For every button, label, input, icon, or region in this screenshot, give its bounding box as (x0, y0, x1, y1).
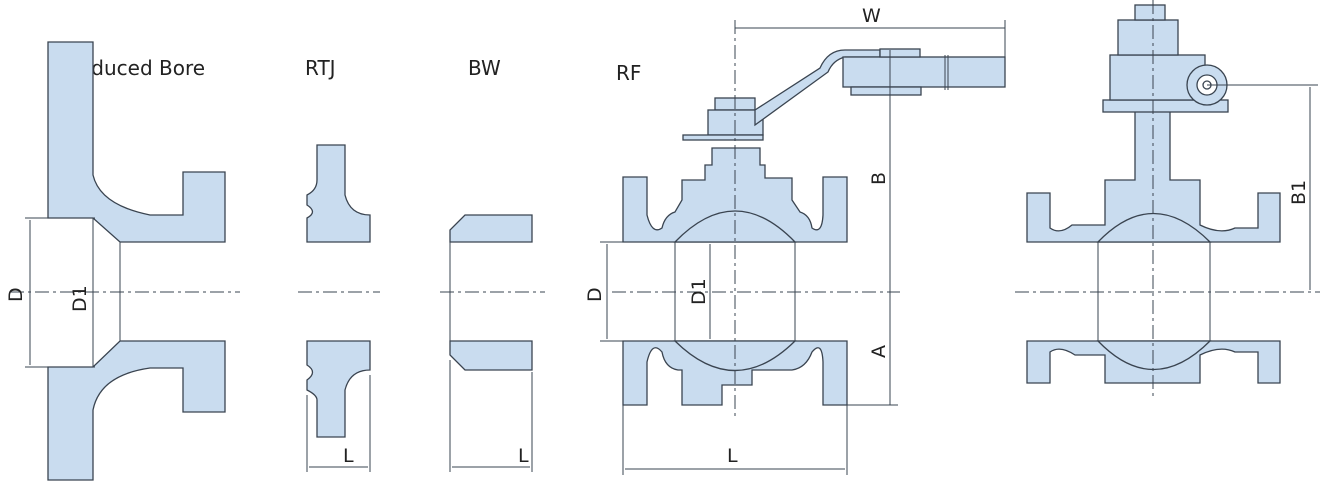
dim-l-bw: L (518, 445, 529, 467)
dim-l-rtj: L (343, 445, 354, 467)
rf-valve-drawing: W B A D D1 L (584, 5, 1006, 475)
label-rtj: RTJ (305, 56, 336, 80)
rtj-drawing: L (298, 144, 380, 472)
dim-b1: B1 (1288, 180, 1310, 205)
dim-l-rf: L (727, 445, 738, 467)
dim-w: W (862, 5, 881, 27)
dim-a: A (868, 345, 890, 358)
label-bw: BW (468, 56, 501, 80)
label-rf: RF (616, 61, 641, 85)
dim-d-reduced: D (5, 287, 27, 302)
gear-valve-drawing: B1 (1015, 0, 1320, 400)
dim-d1-reduced: D1 (69, 285, 91, 312)
dim-d1-rf: D1 (688, 278, 710, 305)
reduced-bore-drawing: D D1 (5, 41, 240, 481)
dim-d-rf: D (584, 287, 606, 302)
bw-drawing: L (440, 214, 545, 472)
dim-b: B (868, 172, 890, 185)
